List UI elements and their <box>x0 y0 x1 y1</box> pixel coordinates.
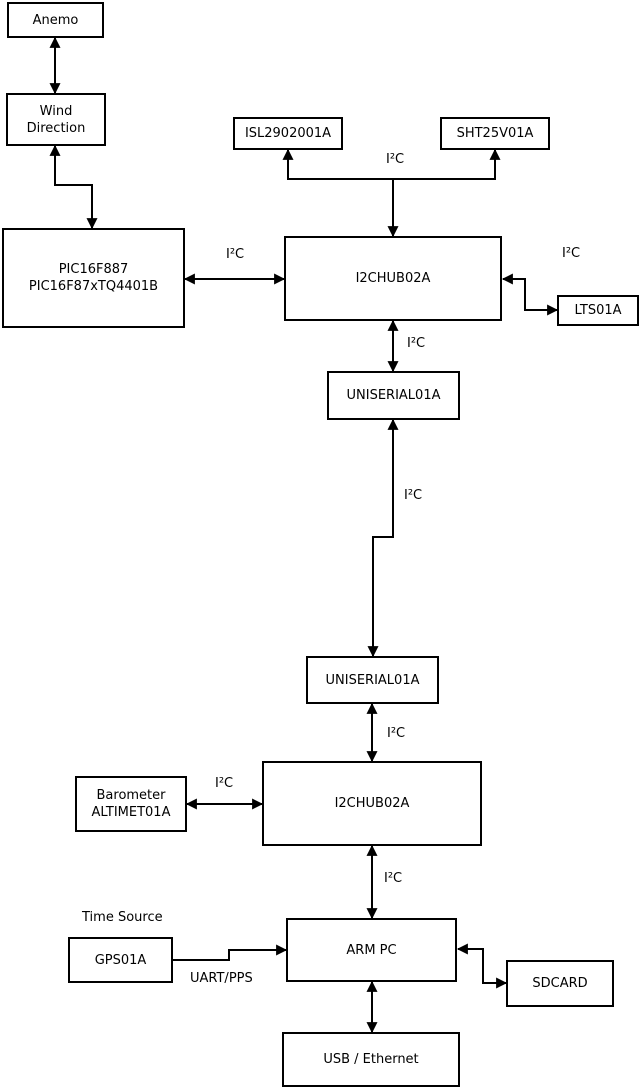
label-time-source: Time Source <box>82 910 163 925</box>
block-sdcard: SDCARD <box>506 960 614 1007</box>
block-pic16f887: PIC16F887 PIC16F87xTQ4401B <box>2 228 185 328</box>
label-i2c-hub1-uniserial1: I²C <box>407 336 426 351</box>
block-isl-label: ISL2902001A <box>244 126 332 141</box>
label-i2c-uniserial-link: I²C <box>404 488 423 503</box>
block-sdcard-label: SDCARD <box>532 976 588 991</box>
block-barometer-line2: ALTIMET01A <box>91 805 171 820</box>
connector-wind-pic <box>49 144 98 230</box>
block-uniserial2-label: UNISERIAL01A <box>325 672 420 688</box>
block-wind-line1: Wind <box>39 103 73 119</box>
label-i2c-uniserial2-hub2: I²C <box>387 726 406 741</box>
connector-uniserial1-uniserial2 <box>367 418 399 658</box>
label-i2c-pic-hub: I²C <box>226 247 245 262</box>
block-uniserial01a-upper: UNISERIAL01A <box>327 371 460 420</box>
block-usb-label: USB / Ethernet <box>323 1052 419 1067</box>
label-uart-pps: UART/PPS <box>190 971 253 986</box>
block-gps01a: GPS01A <box>68 937 173 983</box>
block-i2chub02a-upper: I2CHUB02A <box>284 236 502 321</box>
block-wind-line2: Direction <box>26 120 86 136</box>
block-arm-pc: ARM PC <box>286 918 457 982</box>
block-usb-ethernet: USB / Ethernet <box>282 1032 460 1087</box>
block-barometer: Barometer ALTIMET01A <box>75 776 187 832</box>
block-i2chub2-label: I2CHUB02A <box>334 796 410 811</box>
block-i2chub02a-lower: I2CHUB02A <box>262 761 482 846</box>
connector-armpc-sdcard <box>456 943 508 989</box>
block-barometer-line1: Barometer <box>96 788 166 803</box>
label-i2c-barometer: I²C <box>215 776 234 791</box>
block-gps-label: GPS01A <box>94 952 147 968</box>
block-armpc-label: ARM PC <box>346 942 397 958</box>
block-uniserial01a-lower: UNISERIAL01A <box>306 656 439 704</box>
label-i2c-hub-lts: I²C <box>562 246 581 261</box>
block-uniserial1-label: UNISERIAL01A <box>346 388 441 403</box>
connector-sensor-bus <box>282 148 501 180</box>
block-lts01a: LTS01A <box>557 295 639 326</box>
connector-gps-armpc <box>173 944 288 961</box>
block-pic-line1: PIC16F887 <box>58 262 129 277</box>
block-sht-label: SHT25V01A <box>456 126 534 141</box>
block-wind-direction: Wind Direction <box>6 93 106 146</box>
block-anemo-label: Anemo <box>32 12 79 28</box>
block-anemo: Anemo <box>7 2 104 38</box>
block-isl2902001a: ISL2902001A <box>233 117 343 150</box>
block-pic-line2: PIC16F87xTQ4401B <box>28 279 159 294</box>
label-i2c-sensor-bus: I²C <box>386 152 405 167</box>
connector-i2chub1-lts <box>501 273 559 316</box>
block-sht25v01a: SHT25V01A <box>440 117 550 150</box>
label-i2c-hub2-armpc: I²C <box>384 871 403 886</box>
block-i2chub1-label: I2CHUB02A <box>355 271 431 286</box>
block-lts-label: LTS01A <box>574 303 622 318</box>
